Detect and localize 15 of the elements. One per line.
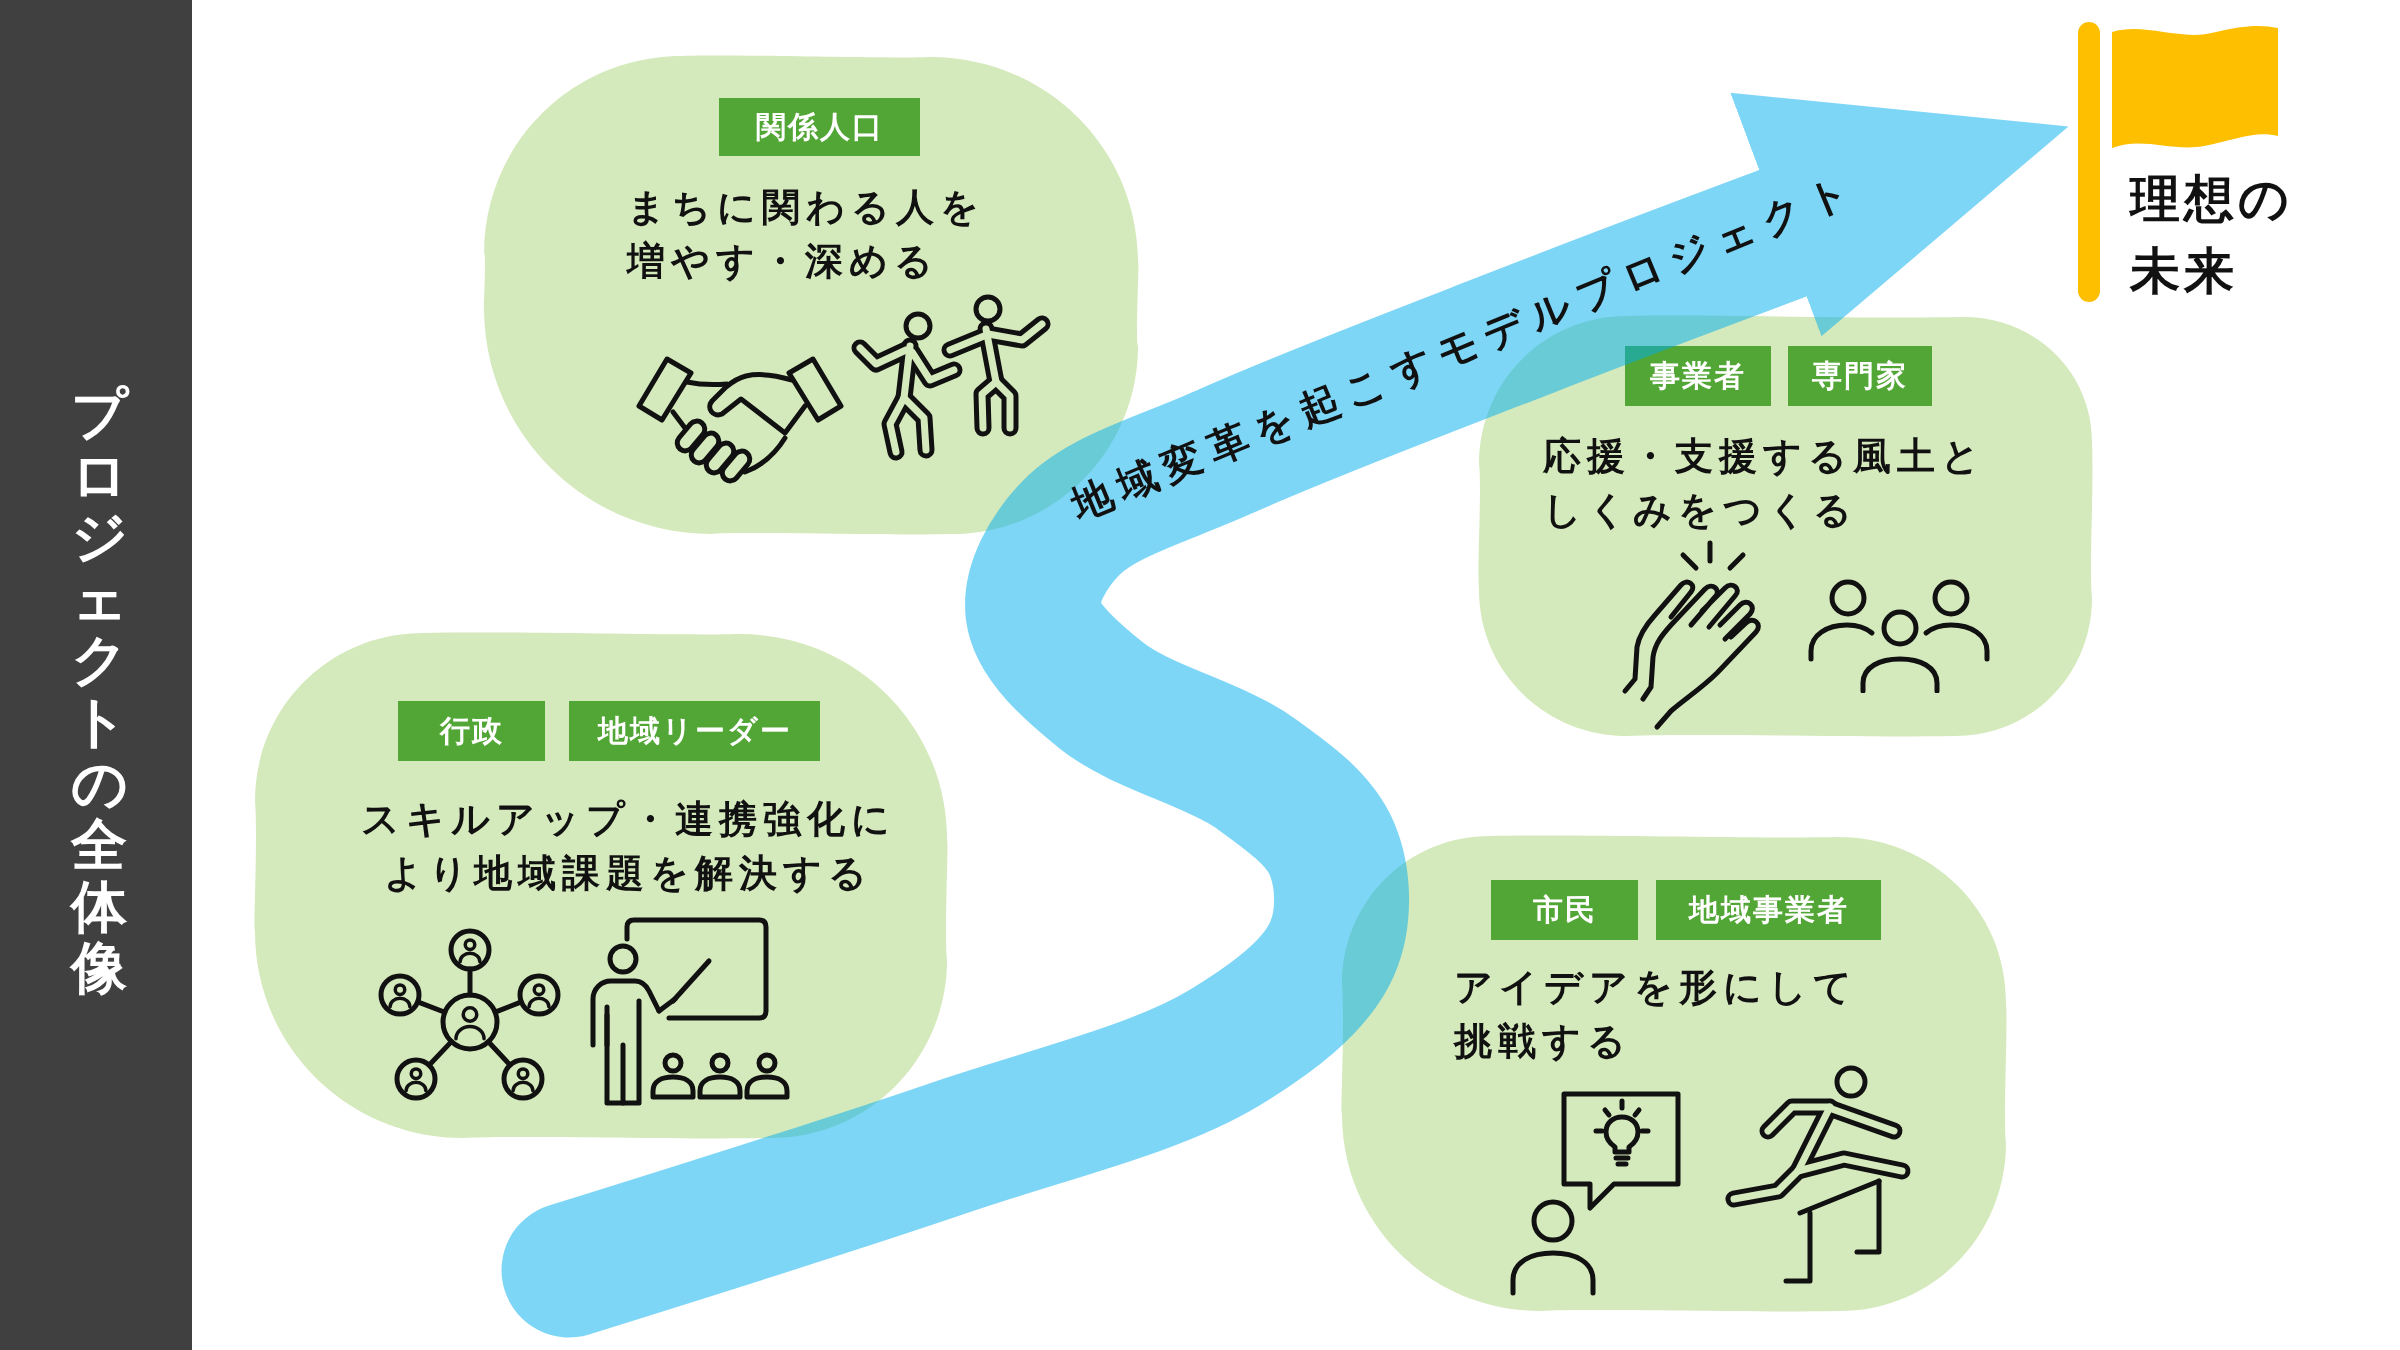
category-tag: 事業者 <box>1625 346 1771 406</box>
wide-curved-arrow <box>501 92 2069 1338</box>
category-tag: 地域事業者 <box>1656 880 1881 940</box>
category-tag: 専門家 <box>1788 346 1932 406</box>
description-text: アイデアを形にして挑戦する <box>1454 964 1859 1065</box>
category-tag: 市民 <box>1491 880 1638 940</box>
category-tag: 関係人口 <box>719 98 920 156</box>
description-text: スキルアップ・連携強化により地域課題を解決する <box>360 796 897 897</box>
rounded-panel <box>253 631 949 1140</box>
rounded-panel <box>1340 834 2008 1313</box>
category-tag: 地域リーダー <box>569 701 820 761</box>
category-tag: 行政 <box>398 701 545 761</box>
description-text: 応援・支援する風土としくみをつくる <box>1543 433 1987 534</box>
goal-caption: 理想の未来 <box>2130 169 2294 302</box>
description-text: まちに関わる人を増やす・深める <box>627 184 986 285</box>
